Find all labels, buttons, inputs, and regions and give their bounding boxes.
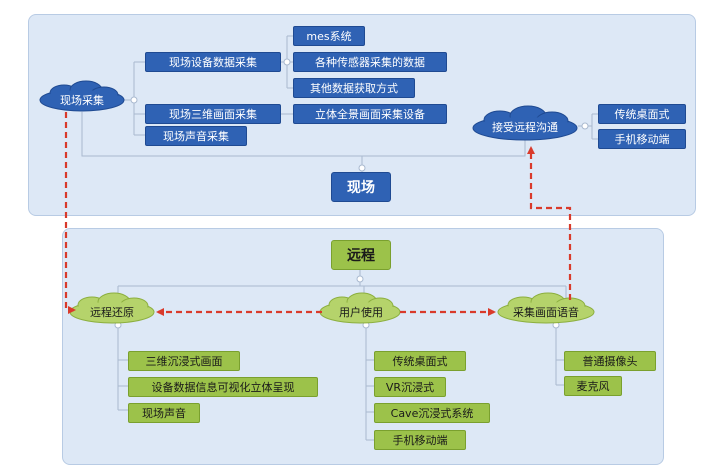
- node-mobile-bottom: 手机移动端: [374, 430, 466, 450]
- node-desktop-top: 传统桌面式: [598, 104, 686, 124]
- node-receive-remote: 接受远程沟通: [492, 121, 558, 134]
- node-microphone: 麦克风: [564, 376, 622, 396]
- node-3d-view: 现场三维画面采集: [145, 104, 281, 124]
- node-desktop-bottom: 传统桌面式: [374, 351, 466, 371]
- node-sound: 现场声音采集: [145, 126, 247, 146]
- node-capture-av: 采集画面语音: [513, 306, 579, 319]
- node-other-data: 其他数据获取方式: [293, 78, 415, 98]
- node-cave: Cave沉浸式系统: [374, 403, 490, 423]
- node-device-data: 现场设备数据采集: [145, 52, 281, 72]
- node-vr: VR沉浸式: [374, 377, 446, 397]
- node-sensors: 各种传感器采集的数据: [293, 52, 447, 72]
- node-data-visualization: 设备数据信息可视化立体呈现: [128, 377, 318, 397]
- node-remote-restore: 远程还原: [90, 306, 134, 319]
- node-immersive-3d: 三维沉浸式画面: [128, 351, 240, 371]
- node-panorama-device: 立体全景画面采集设备: [293, 104, 447, 124]
- site-title: 现场: [331, 172, 391, 202]
- remote-title: 远程: [331, 240, 391, 270]
- node-user-usage: 用户使用: [339, 306, 383, 319]
- node-site-sound: 现场声音: [128, 403, 200, 423]
- node-mobile-top: 手机移动端: [598, 129, 686, 149]
- node-site-collect: 现场采集: [60, 94, 104, 107]
- node-camera: 普通摄像头: [564, 351, 656, 371]
- node-mes: mes系统: [293, 26, 365, 46]
